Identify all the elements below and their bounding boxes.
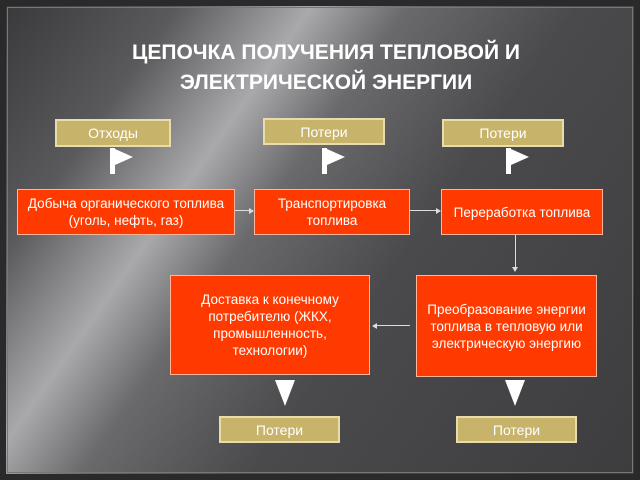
flag-icon bbox=[110, 148, 140, 174]
title-line-2: ЭЛЕКТРИЧЕСКОЙ ЭНЕРГИИ bbox=[179, 71, 473, 94]
arrow-connector bbox=[376, 325, 410, 326]
arrow-head-icon bbox=[512, 267, 518, 272]
loss-box-processing: Потери bbox=[442, 119, 564, 147]
step-conversion: Преобразование энергии топлива в теплову… bbox=[416, 275, 597, 377]
slide-title: ЦЕПОЧКА ПОЛУЧЕНИЯ ТЕПЛОВОЙ И ЭЛЕКТРИЧЕСК… bbox=[6, 38, 640, 98]
down-triangle-icon bbox=[505, 380, 525, 406]
step-transport: Транспортировка топлива bbox=[254, 189, 410, 235]
arrow-connector bbox=[235, 210, 252, 211]
loss-box-waste: Отходы bbox=[55, 119, 171, 147]
arrow-connector bbox=[515, 235, 516, 269]
step-delivery: Доставка к конечному потребителю (ЖКХ, п… bbox=[170, 275, 370, 375]
arrow-head-icon bbox=[372, 323, 377, 329]
arrow-connector bbox=[410, 210, 439, 211]
arrow-head-icon bbox=[436, 208, 441, 214]
arrow-head-icon bbox=[249, 208, 254, 214]
down-triangle-icon bbox=[275, 380, 295, 406]
loss-box-delivery: Потери bbox=[219, 416, 340, 443]
flag-icon bbox=[506, 148, 536, 174]
loss-box-conversion: Потери bbox=[456, 416, 577, 443]
loss-box-transport: Потери bbox=[263, 118, 385, 145]
title-line-1: ЦЕПОЧКА ПОЛУЧЕНИЯ ТЕПЛОВОЙ И bbox=[132, 41, 520, 64]
step-processing: Переработка топлива bbox=[441, 189, 603, 235]
step-extraction: Добыча органического топлива (уголь, неф… bbox=[17, 189, 235, 235]
flag-icon bbox=[322, 148, 352, 174]
